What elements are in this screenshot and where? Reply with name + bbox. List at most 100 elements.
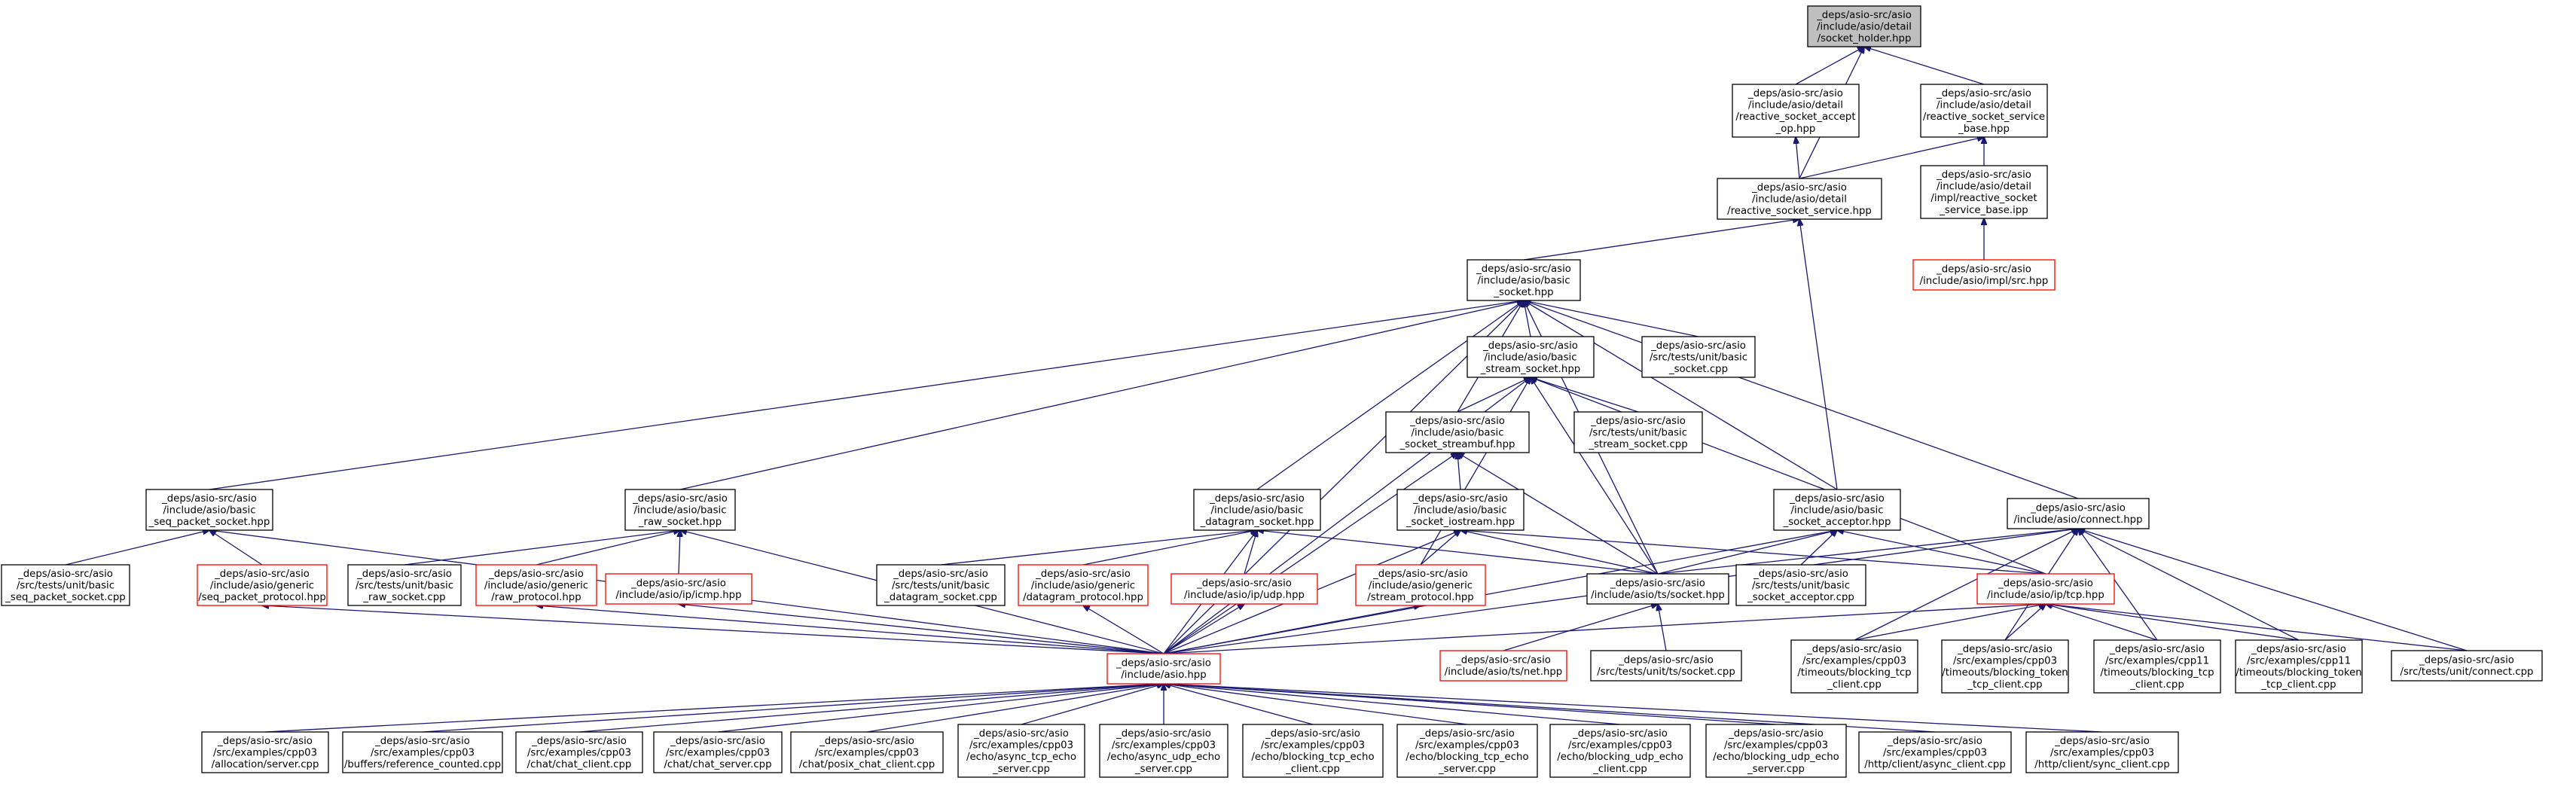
- node-impl-reactive-socket-service-base[interactable]: _deps/asio-src/asio/include/asio/detail/…: [1920, 165, 2048, 219]
- node-ts-socket[interactable]: _deps/asio-src/asio/include/asio/ts/sock…: [1586, 573, 1729, 605]
- node-box: [957, 724, 1085, 778]
- node-label-line: /http/client/sync_client.cpp: [2034, 759, 2169, 770]
- node-box: [1773, 489, 1901, 531]
- node-connect[interactable]: _deps/asio-src/asio/include/asio/connect…: [2007, 498, 2150, 529]
- node-tests-basic-datagram-socket[interactable]: _deps/asio-src/asio/src/tests/unit/basic…: [876, 564, 1006, 606]
- node-basic-datagram-socket[interactable]: _deps/asio-src/asio/include/asio/basic_d…: [1193, 489, 1321, 531]
- node-label-line: _deps/asio-src/asio: [1610, 578, 1705, 590]
- edge-echo_blocking_udp_echo_client-to-asio: [1164, 684, 1621, 725]
- node-label-line: /src/examples/cpp03: [969, 740, 1073, 752]
- node-label-line: /include/asio/detail: [1748, 100, 1843, 111]
- node-echo-blocking-udp-echo-client[interactable]: _deps/asio-src/asio/src/examples/cpp03/e…: [1549, 724, 1691, 778]
- node-basic-socket-acceptor[interactable]: _deps/asio-src/asio/include/asio/basic_s…: [1773, 489, 1901, 531]
- node-label-line: _deps/asio-src/asio: [819, 736, 914, 747]
- node-label-line: /include/asio/detail: [1817, 21, 1912, 32]
- node-echo-async-tcp-echo-server[interactable]: _deps/asio-src/asio/src/examples/cpp03/e…: [957, 724, 1085, 778]
- node-cpp03-timeouts-blocking-tcp-client[interactable]: _deps/asio-src/asio/src/examples/cpp03/t…: [1790, 639, 1918, 694]
- node-basic-socket-iostream[interactable]: _deps/asio-src/asio/include/asio/basic_s…: [1396, 489, 1525, 531]
- edge-tests_basic_raw_socket-to-basic_raw_socket: [404, 530, 680, 566]
- node-http-client-async-client[interactable]: _deps/asio-src/asio/src/examples/cpp03/h…: [1858, 731, 2012, 773]
- node-posix-chat-client[interactable]: _deps/asio-src/asio/src/examples/cpp03/c…: [790, 731, 944, 773]
- node-box: [515, 731, 643, 773]
- node-ts-net[interactable]: _deps/asio-src/asio/include/asio/ts/net.…: [1439, 650, 1567, 682]
- node-echo-blocking-tcp-echo-client[interactable]: _deps/asio-src/asio/src/examples/cpp03/e…: [1242, 724, 1384, 778]
- node-basic-raw-socket[interactable]: _deps/asio-src/asio/include/asio/basic_r…: [624, 489, 736, 531]
- node-box: [1732, 84, 1860, 138]
- edge-ts_net-to-ts_socket: [1503, 604, 1658, 651]
- node-generic-raw-protocol[interactable]: _deps/asio-src/asio/include/asio/generic…: [475, 564, 597, 606]
- node-label-line: /echo/blocking_udp_echo: [1557, 752, 1683, 763]
- edge-asio-to-generic_datagram_protocol: [1083, 605, 1164, 654]
- node-chat-client[interactable]: _deps/asio-src/asio/src/examples/cpp03/c…: [515, 731, 643, 773]
- node-label-line: _deps/asio-src/asio: [1747, 88, 1843, 99]
- node-label-line: /src/examples/cpp03: [815, 747, 919, 758]
- node-generic-seq-packet-protocol[interactable]: _deps/asio-src/asio/include/asio/generic…: [197, 564, 328, 606]
- node-generic-stream-protocol[interactable]: _deps/asio-src/asio/include/asio/generic…: [1355, 564, 1486, 606]
- edge-cpp11_timeouts_blocking_tcp_client-to-ip_tcp: [2046, 604, 2158, 641]
- edge-basic_socket_streambuf-to-basic_stream_socket: [1457, 377, 1531, 413]
- node-tests-basic-raw-socket[interactable]: _deps/asio-src/asio/src/tests/unit/basic…: [347, 564, 462, 606]
- node-label-line: _stream_socket.cpp: [1588, 439, 1687, 450]
- node-echo-async-udp-echo-server[interactable]: _deps/asio-src/asio/src/examples/cpp03/e…: [1099, 724, 1228, 778]
- node-basic-stream-socket[interactable]: _deps/asio-src/asio/include/asio/basic_s…: [1467, 336, 1595, 378]
- node-echo-blocking-udp-echo-server[interactable]: _deps/asio-src/asio/src/examples/cpp03/e…: [1705, 724, 1847, 778]
- edge-ip_tcp-to-basic_socket_iostream: [1460, 530, 2046, 575]
- node-label-line: /timeouts/blocking_tcp: [2100, 667, 2214, 679]
- node-tests-connect[interactable]: _deps/asio-src/asio/src/tests/unit/conne…: [2391, 650, 2543, 682]
- node-cpp11-timeouts-blocking-tcp-client[interactable]: _deps/asio-src/asio/src/examples/cpp11/t…: [2093, 639, 2221, 694]
- node-label-line: _deps/asio-src/asio: [1650, 340, 1746, 352]
- node-label-line: /include/asio/generic: [1031, 580, 1135, 591]
- node-ip-tcp[interactable]: _deps/asio-src/asio/include/asio/ip/tcp.…: [1976, 573, 2115, 605]
- edge-cpp11_timeouts_blocking_token_tcp_client-to-ip_tcp: [2046, 604, 2300, 641]
- node-allocation-server[interactable]: _deps/asio-src/asio/src/examples/cpp03/a…: [201, 731, 329, 773]
- node-box: [1, 564, 130, 606]
- node-label-line: _raw_socket.hpp: [638, 517, 722, 528]
- node-reactive-socket-service-base[interactable]: _deps/asio-src/asio/include/asio/detail/…: [1920, 84, 2048, 138]
- node-basic-socket[interactable]: _deps/asio-src/asio/include/asio/basic_s…: [1467, 259, 1581, 301]
- node-label-line: /src/examples/cpp03: [213, 747, 317, 758]
- node-cpp03-timeouts-blocking-token-tcp-client[interactable]: _deps/asio-src/asio/src/examples/cpp03/t…: [1941, 639, 2069, 694]
- node-label-line: _deps/asio-src/asio: [1209, 493, 1305, 505]
- node-tests-basic-socket-acceptor[interactable]: _deps/asio-src/asio/src/tests/unit/basic…: [1735, 564, 1866, 606]
- edge-ts_socket-to-basic_socket_acceptor: [1657, 530, 1837, 575]
- node-basic-socket-streambuf[interactable]: _deps/asio-src/asio/include/asio/basic_s…: [1385, 411, 1530, 453]
- node-label-line: /include/asio/ip/udp.hpp: [1184, 590, 1305, 601]
- node-label-line: _deps/asio-src/asio: [1751, 182, 1847, 194]
- node-reactive-socket-accept-op[interactable]: _deps/asio-src/asio/include/asio/detail/…: [1732, 84, 1860, 138]
- node-ip-udp[interactable]: _deps/asio-src/asio/include/asio/ip/udp.…: [1170, 573, 1318, 605]
- node-tests-basic-seq-packet-socket[interactable]: _deps/asio-src/asio/src/tests/unit/basic…: [1, 564, 130, 606]
- node-tests-basic-stream-socket[interactable]: _deps/asio-src/asio/src/tests/unit/basic…: [1573, 411, 1703, 453]
- node-tests-ts-socket[interactable]: _deps/asio-src/asio/src/tests/unit/ts/so…: [1590, 650, 1742, 682]
- node-label-line: _deps/asio-src/asio: [1482, 340, 1578, 352]
- node-basic-seq-packet-socket[interactable]: _deps/asio-src/asio/include/asio/basic_s…: [145, 489, 273, 531]
- node-label-line: /socket_holder.hpp: [1818, 33, 1912, 44]
- node-chat-server[interactable]: _deps/asio-src/asio/src/examples/cpp03/c…: [653, 731, 783, 773]
- node-label-line: /impl/reactive_socket: [1930, 193, 2037, 204]
- node-cpp11-timeouts-blocking-token-tcp-client[interactable]: _deps/asio-src/asio/src/examples/cpp11/t…: [2235, 639, 2363, 694]
- node-label-line: /src/tests/unit/basic: [892, 580, 990, 591]
- node-generic-datagram-protocol[interactable]: _deps/asio-src/asio/include/asio/generic…: [1018, 564, 1149, 606]
- node-label-line: _tcp_client.cpp: [2260, 679, 2336, 691]
- node-buffers-reference-counted[interactable]: _deps/asio-src/asio/src/examples/cpp03/b…: [342, 731, 503, 773]
- node-label-line: /timeouts/blocking_token: [1942, 667, 2068, 679]
- node-label-line: _deps/asio-src/asio: [1887, 736, 1982, 747]
- node-label-line: /include/asio/generic: [210, 580, 314, 591]
- node-label-line: _raw_socket.cpp: [362, 592, 445, 603]
- edge-ts_socket-to-connect: [1657, 529, 2078, 575]
- node-tests-basic-socket[interactable]: _deps/asio-src/asio/src/tests/unit/basic…: [1641, 336, 1756, 378]
- node-asio[interactable]: _deps/asio-src/asio/include/asio.hpp: [1106, 653, 1221, 685]
- edge-echo_blocking_tcp_echo_server-to-asio: [1164, 684, 1468, 725]
- node-label-line: _socket_acceptor.hpp: [1783, 517, 1891, 528]
- node-label-line: _deps/asio-src/asio: [670, 736, 765, 747]
- node-ip-icmp[interactable]: _deps/asio-src/asio/include/asio/ip/icmp…: [605, 573, 752, 605]
- node-http-client-sync-client[interactable]: _deps/asio-src/asio/src/examples/cpp03/h…: [2025, 731, 2179, 773]
- node-label-line: /reactive_socket_service.hpp: [1727, 206, 1872, 217]
- node-label-line: _deps/asio-src/asio: [1372, 569, 1468, 580]
- edge-ip_udp-to-basic_datagram_socket: [1244, 530, 1257, 575]
- node-echo-blocking-tcp-echo-server[interactable]: _deps/asio-src/asio/src/examples/cpp03/e…: [1396, 724, 1538, 778]
- node-box: [1705, 724, 1847, 778]
- node-reactive-socket-service[interactable]: _deps/asio-src/asio/include/asio/detail/…: [1717, 178, 1882, 220]
- node-impl-src[interactable]: _deps/asio-src/asio/include/asio/impl/sr…: [1912, 259, 2056, 291]
- edge-generic_stream_protocol-to-basic_socket_iostream: [1420, 530, 1460, 566]
- node-label-line: _seq_packet_socket.cpp: [5, 592, 125, 603]
